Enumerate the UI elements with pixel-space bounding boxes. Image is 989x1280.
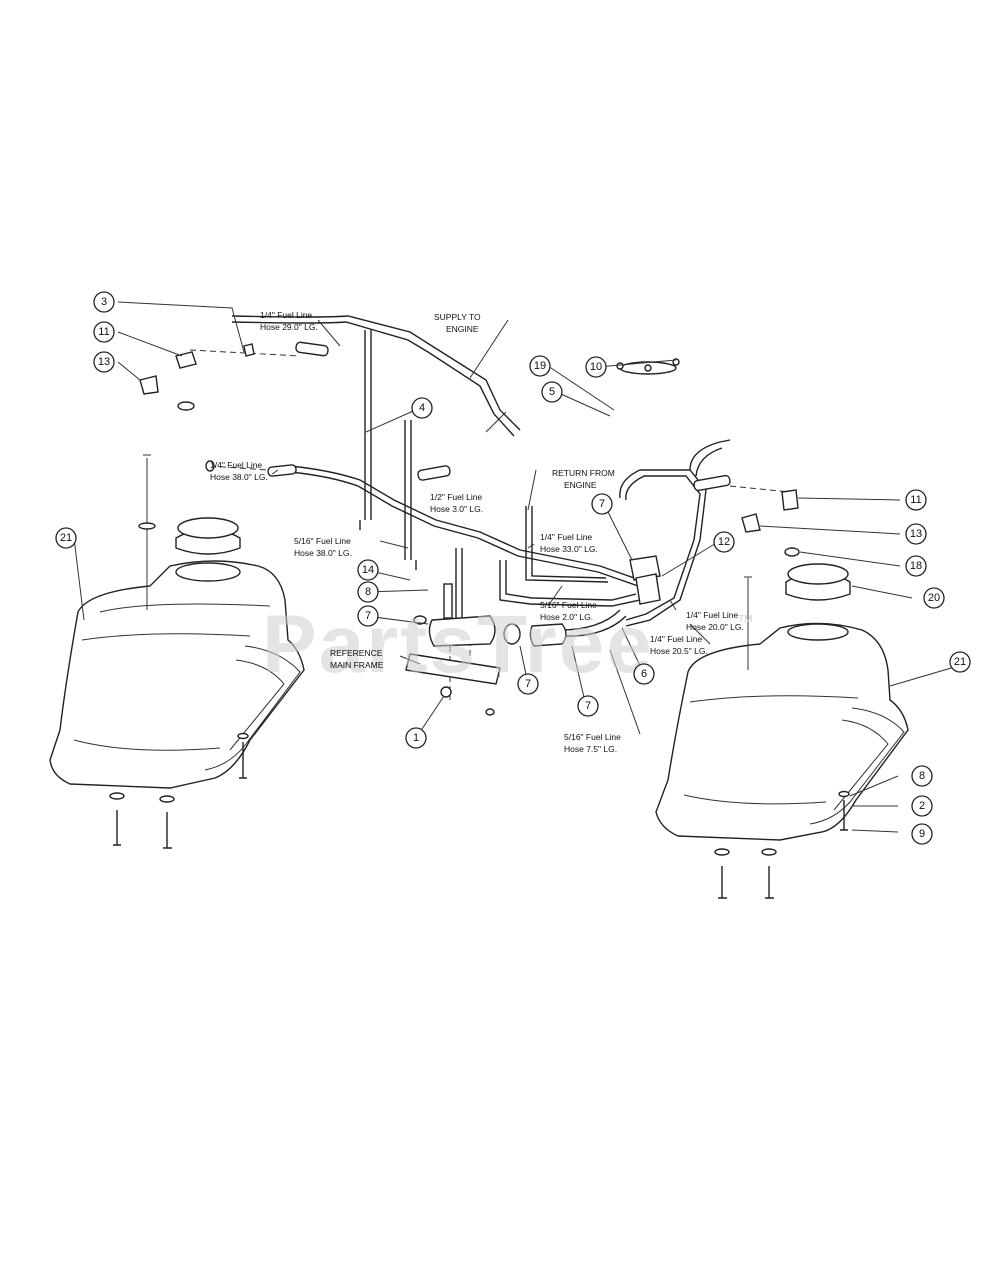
callout-12-label: 12 <box>718 536 730 548</box>
callout-11-right[interactable]: 11 <box>905 489 927 511</box>
supply-label-line2: ENGINE <box>446 324 479 334</box>
callout-13-right-label: 13 <box>910 528 922 540</box>
callout-19-label: 19 <box>534 360 546 372</box>
callout-3-label: 3 <box>101 296 107 308</box>
callout-8-left[interactable]: 8 <box>357 581 379 603</box>
reference-label-line1: REFERENCE <box>330 648 383 658</box>
callout-7-left[interactable]: 7 <box>357 605 379 627</box>
hose-label-b-line1: 1/4" Fuel Line <box>210 460 262 470</box>
callout-2[interactable]: 2 <box>911 795 933 817</box>
callout-4[interactable]: 4 <box>411 397 433 419</box>
callout-7-lower-label: 7 <box>585 700 591 712</box>
callout-3[interactable]: 3 <box>93 291 115 313</box>
hose-label-i-line2: Hose 7.5" LG. <box>564 744 617 754</box>
hose-label-d-line2: Hose 3.0" LG. <box>430 504 483 514</box>
callout-7-left-label: 7 <box>365 610 371 622</box>
return-label-line1: RETURN FROM <box>552 468 615 478</box>
callout-10-label: 10 <box>590 361 602 373</box>
hose-label-c-line2: Hose 38.0" LG. <box>294 548 352 558</box>
callout-11-left-label: 11 <box>98 326 109 338</box>
hose-labels: 1/4" Fuel Line Hose 29.0" LG. 1/4" Fuel … <box>210 310 744 754</box>
callout-18-right[interactable]: 18 <box>905 555 927 577</box>
callout-5[interactable]: 5 <box>541 381 563 403</box>
callout-18-right-label: 18 <box>910 560 922 572</box>
callout-6-label: 6 <box>641 668 647 680</box>
callout-10[interactable]: 10 <box>585 356 607 378</box>
callout-11-right-label: 11 <box>910 494 921 506</box>
fittings <box>139 343 800 716</box>
callout-9[interactable]: 9 <box>911 823 933 845</box>
callout-21-right[interactable]: 21 <box>949 651 971 673</box>
left-fuel-tank <box>49 454 305 789</box>
callout-20[interactable]: 20 <box>923 587 945 609</box>
right-tank-hardware <box>714 790 850 899</box>
callout-7-top[interactable]: 7 <box>591 493 613 515</box>
callout-21-right-label: 21 <box>954 656 966 668</box>
callout-21-left[interactable]: 21 <box>55 527 77 549</box>
hose-label-e-line1: 1/4" Fuel Line <box>540 532 592 542</box>
callout-1-label: 1 <box>413 732 419 744</box>
return-label-line2: ENGINE <box>564 480 597 490</box>
callout-8-left-label: 8 <box>365 586 371 598</box>
reference-label-line2: MAIN FRAME <box>330 660 384 670</box>
hose-label-d-line1: 1/2" Fuel Line <box>430 492 482 502</box>
hose-label-c-line1: 5/16" Fuel Line <box>294 536 351 546</box>
callout-13-left[interactable]: 13 <box>93 351 115 373</box>
hose-label-f-line2: Hose 2.0" LG. <box>540 612 593 622</box>
hose-label-f-line1: 5/16" Fuel Line <box>540 600 597 610</box>
fuel-lines <box>231 315 731 637</box>
callout-11-left[interactable]: 11 <box>93 321 115 343</box>
supply-label-line1: SUPPLY TO <box>434 312 481 322</box>
trademark-symbol: TM <box>738 614 752 625</box>
hose-label-a-line1: 1/4" Fuel Line <box>260 310 312 320</box>
callout-7-lower[interactable]: 7 <box>577 695 599 717</box>
right-fuel-tank <box>655 563 909 841</box>
callout-4-label: 4 <box>419 402 425 414</box>
callout-7-middle-label: 7 <box>525 678 531 690</box>
callout-13-left-label: 13 <box>98 356 110 368</box>
callout-12[interactable]: 12 <box>713 531 735 553</box>
callout-20-label: 20 <box>928 592 940 604</box>
hose-label-h-line2: Hose 20.5" LG. <box>650 646 708 656</box>
callout-7-middle[interactable]: 7 <box>517 673 539 695</box>
hose-label-b-line2: Hose 38.0" LG. <box>210 472 268 482</box>
callout-1[interactable]: 1 <box>405 727 427 749</box>
callout-14[interactable]: 14 <box>357 559 379 581</box>
callout-7-top-label: 7 <box>599 498 605 510</box>
left-tank-hardware <box>109 732 249 849</box>
leader-lines <box>73 301 959 833</box>
hose-label-e-line2: Hose 33.0" LG. <box>540 544 598 554</box>
hose-label-g-line1: 1/4" Fuel Line <box>686 610 738 620</box>
hose-label-g-line2: Hose 20.0" LG. <box>686 622 744 632</box>
callout-2-label: 2 <box>919 800 925 812</box>
callout-5-label: 5 <box>549 386 555 398</box>
callout-14-label: 14 <box>362 564 374 576</box>
callout-19[interactable]: 19 <box>529 355 551 377</box>
callout-21-left-label: 21 <box>60 532 72 544</box>
callout-6[interactable]: 6 <box>633 663 655 685</box>
callout-8-right-label: 8 <box>919 770 925 782</box>
hose-label-a-line2: Hose 29.0" LG. <box>260 322 318 332</box>
partstree-watermark: PartsTree <box>262 599 654 690</box>
hose-label-h-line1: 1/4" Fuel Line <box>650 634 702 644</box>
callout-13-right[interactable]: 13 <box>905 523 927 545</box>
callout-8-right[interactable]: 8 <box>911 765 933 787</box>
hose-label-i-line1: 5/16" Fuel Line <box>564 732 621 742</box>
callout-9-label: 9 <box>919 828 925 840</box>
